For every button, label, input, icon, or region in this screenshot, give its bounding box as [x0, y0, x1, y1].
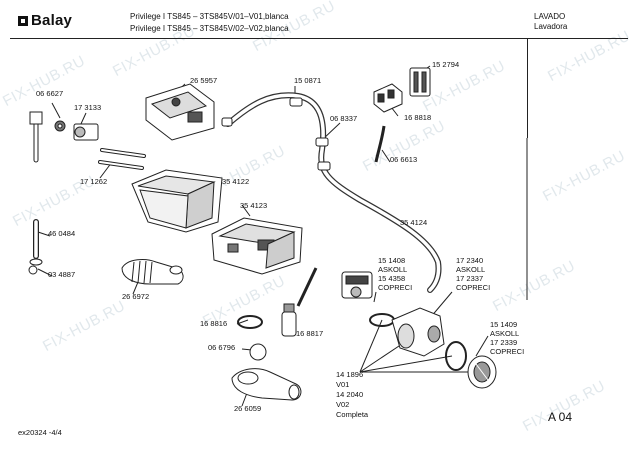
part-label: 16 8817 [296, 329, 324, 338]
part-label: 26 6059 [234, 404, 262, 413]
part-supplier-label: ASKOLL [378, 265, 408, 274]
part-label: 17 1262 [80, 177, 108, 186]
document-code: ex20324 -4/4 [18, 428, 62, 437]
part-label: 17 2337 [456, 274, 484, 283]
brand-name: Balay [31, 12, 73, 29]
part-label: 15 1408 [378, 256, 406, 265]
page-number: A 04 [548, 410, 573, 424]
part-supplier-label: COPRECI [490, 347, 525, 356]
part-label: 03 4887 [48, 270, 76, 279]
part-label: 35 4123 [240, 201, 268, 210]
part-label: 16 8818 [404, 113, 432, 122]
part-label: 35 4124 [400, 218, 428, 227]
header-vertical-divider [527, 38, 528, 138]
part-supplier-label: ASKOLL [490, 329, 520, 338]
logo-mark-icon [18, 16, 28, 26]
category-label: LAVADO [534, 12, 566, 21]
part-label: 15 4358 [378, 274, 406, 283]
part-label: 17 2339 [490, 338, 518, 347]
variant-label: V02 [336, 400, 350, 409]
variant-label: Completa [336, 410, 369, 419]
variant-label: V01 [336, 380, 350, 389]
part-label: 06 8337 [330, 114, 358, 123]
brand-logo: Balay [18, 12, 72, 29]
part-label: 06 6613 [390, 155, 418, 164]
part-label: 26 6972 [122, 292, 150, 301]
part-label: 15 2794 [432, 60, 460, 69]
model-line-2: Privilege I TS845 – 3TS845V/02–V02,blanc… [130, 24, 289, 33]
part-supplier-label: ASKOLL [456, 265, 486, 274]
part-label: 16 8816 [200, 319, 228, 328]
part-label: 35 4122 [222, 177, 250, 186]
part-label: 17 3133 [74, 103, 102, 112]
part-label: 46 0484 [48, 229, 76, 238]
part-label: 14 1896 [336, 370, 364, 379]
part-label: 17 2340 [456, 256, 484, 265]
part-label: 14 2040 [336, 390, 364, 399]
part-label: 06 6796 [208, 343, 236, 352]
part-supplier-label: COPRECI [456, 283, 491, 292]
part-label: 15 0871 [294, 76, 322, 85]
part-label: 26 5957 [190, 76, 218, 85]
part-supplier-label: COPRECI [378, 283, 413, 292]
part-label: 15 1409 [490, 320, 518, 329]
category-sublabel: Lavadora [534, 22, 568, 31]
model-line-1: Privilege I TS845 – 3TS845V/01–V01,blanc… [130, 12, 289, 21]
header-divider [10, 38, 628, 39]
part-label: 06 6627 [36, 89, 64, 98]
